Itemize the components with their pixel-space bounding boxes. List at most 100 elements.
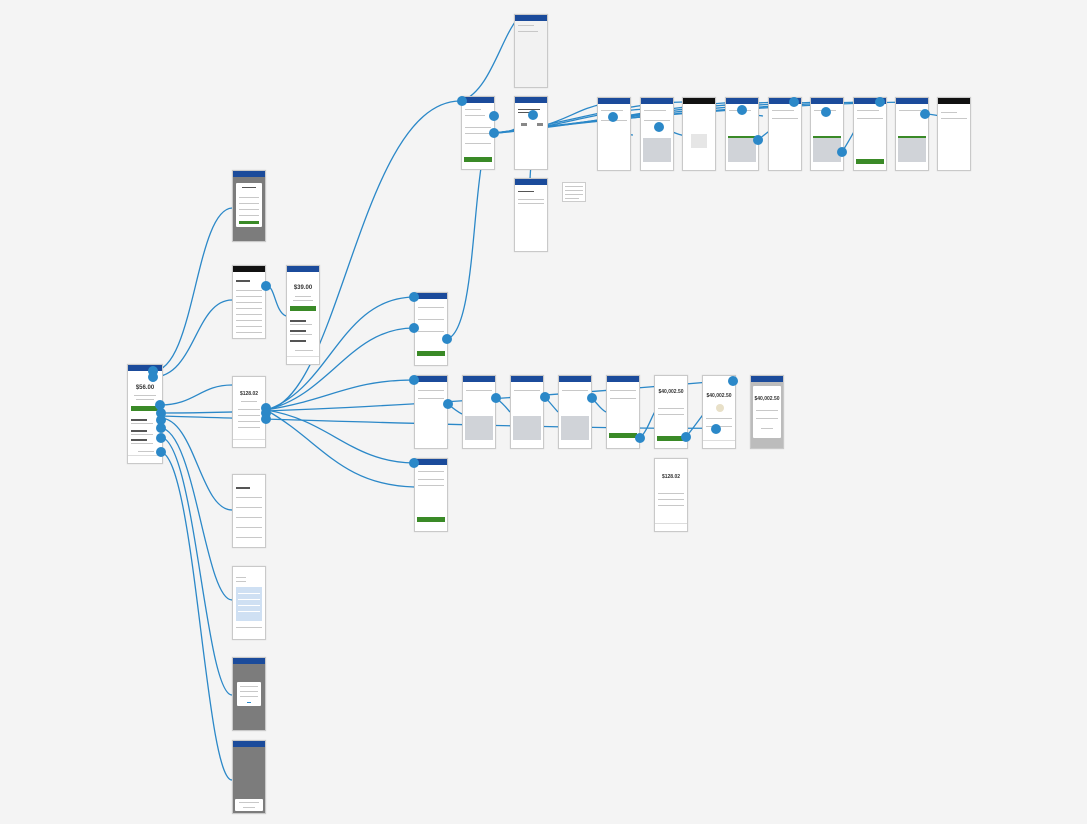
connection-dot [875, 97, 885, 107]
screen-bill-detail [232, 566, 266, 640]
connection-dot [409, 375, 419, 385]
numeric-keypad [813, 138, 841, 162]
screen-autopay-modal [232, 170, 266, 242]
header-bar [415, 376, 447, 382]
connection-dot [148, 372, 158, 382]
connection-dot [156, 423, 166, 433]
amount-label: $39.00 [293, 285, 313, 291]
header-bar [462, 97, 494, 103]
connection-dot [409, 458, 419, 468]
connector [265, 409, 415, 464]
connector [152, 299, 233, 378]
header-bar [463, 376, 495, 382]
amount-label: $40,002.50 [658, 389, 684, 395]
pay-button [131, 406, 159, 411]
connection-dot [540, 392, 550, 402]
text-keyboard [898, 138, 926, 162]
screen-payment-type [514, 96, 548, 170]
header-bar [415, 459, 447, 465]
connection-dot [528, 110, 538, 120]
connection-dot [409, 323, 419, 333]
screen-card-number [640, 97, 674, 171]
modal-dialog [237, 682, 261, 706]
connector [266, 285, 287, 317]
connection-dot [156, 447, 166, 457]
connector [159, 384, 233, 406]
screen-payment-summary: $39.00 [286, 265, 320, 365]
connection-dot [837, 147, 847, 157]
connection-dot [489, 128, 499, 138]
annotation-note [562, 182, 586, 202]
amount-label: $128.02 [661, 474, 681, 480]
header-bar [896, 98, 928, 104]
amount-label: $40,002.50 [706, 393, 732, 399]
connector [265, 379, 415, 411]
numeric-keypad [465, 416, 493, 440]
amount-label: $40,002.50 [754, 396, 780, 402]
screen-blank-top [514, 14, 548, 88]
header-bar [233, 171, 265, 177]
header-bar [641, 98, 673, 104]
numeric-keypad [728, 138, 756, 162]
connection-dot [608, 112, 618, 122]
screen-error-modal [232, 657, 266, 731]
connection-dot [409, 292, 419, 302]
connector [159, 451, 233, 781]
screen-nickname [853, 97, 887, 171]
connection-dot [753, 135, 763, 145]
header-bar [128, 365, 162, 371]
connection-dot [821, 107, 831, 117]
connection-dot [635, 433, 645, 443]
modal-dialog: $40,002.50 [753, 386, 781, 438]
header-bar [233, 741, 265, 747]
header-bar [769, 98, 801, 104]
connection-dot [491, 393, 501, 403]
connection-dot [457, 96, 467, 106]
screen-balance: $128.02 [232, 376, 266, 448]
screen-statements [232, 474, 266, 548]
screen-amount-keypad-1 [462, 375, 496, 449]
header-bar [233, 658, 265, 664]
action-sheet [235, 799, 263, 811]
modal-dialog [236, 183, 262, 227]
connection-dot [920, 109, 930, 119]
header-bar [938, 98, 970, 104]
screen-name-keyboard [895, 97, 929, 171]
screen-confirmed-modal: $40,002.50 [750, 375, 784, 449]
connector [265, 296, 415, 411]
connection-dot [587, 393, 597, 403]
connector [152, 207, 233, 372]
header-bar [607, 376, 639, 382]
header-bar [515, 15, 547, 21]
connection-dot [155, 400, 165, 410]
amount-label: $128.02 [239, 391, 259, 397]
screen-card-review [768, 97, 802, 171]
header-bar [683, 98, 715, 104]
connection-dot [489, 111, 499, 121]
header-bar [515, 179, 547, 185]
header-bar [511, 376, 543, 382]
connection-dot [728, 376, 738, 386]
connector [461, 17, 519, 102]
connection-dot [789, 97, 799, 107]
screen-card-saved [937, 97, 971, 171]
screen-payment-history [232, 265, 266, 339]
screen-action-sheet [232, 740, 266, 814]
screen-enter-amount [414, 375, 448, 449]
header-bar [854, 98, 886, 104]
connection-dot [442, 334, 452, 344]
numeric-keypad [513, 416, 541, 440]
connection-dot [443, 399, 453, 409]
header-bar [598, 98, 630, 104]
numeric-keypad [561, 416, 589, 440]
connector [159, 436, 233, 696]
connector [265, 327, 415, 411]
header-bar [751, 376, 783, 382]
header-bar [811, 98, 843, 104]
connection-dot [261, 414, 271, 424]
connector [493, 103, 604, 134]
screen-payment-method [461, 96, 495, 170]
screen-amount-keypad-2 [510, 375, 544, 449]
connection-dot [261, 408, 271, 418]
connection-dot [156, 433, 166, 443]
